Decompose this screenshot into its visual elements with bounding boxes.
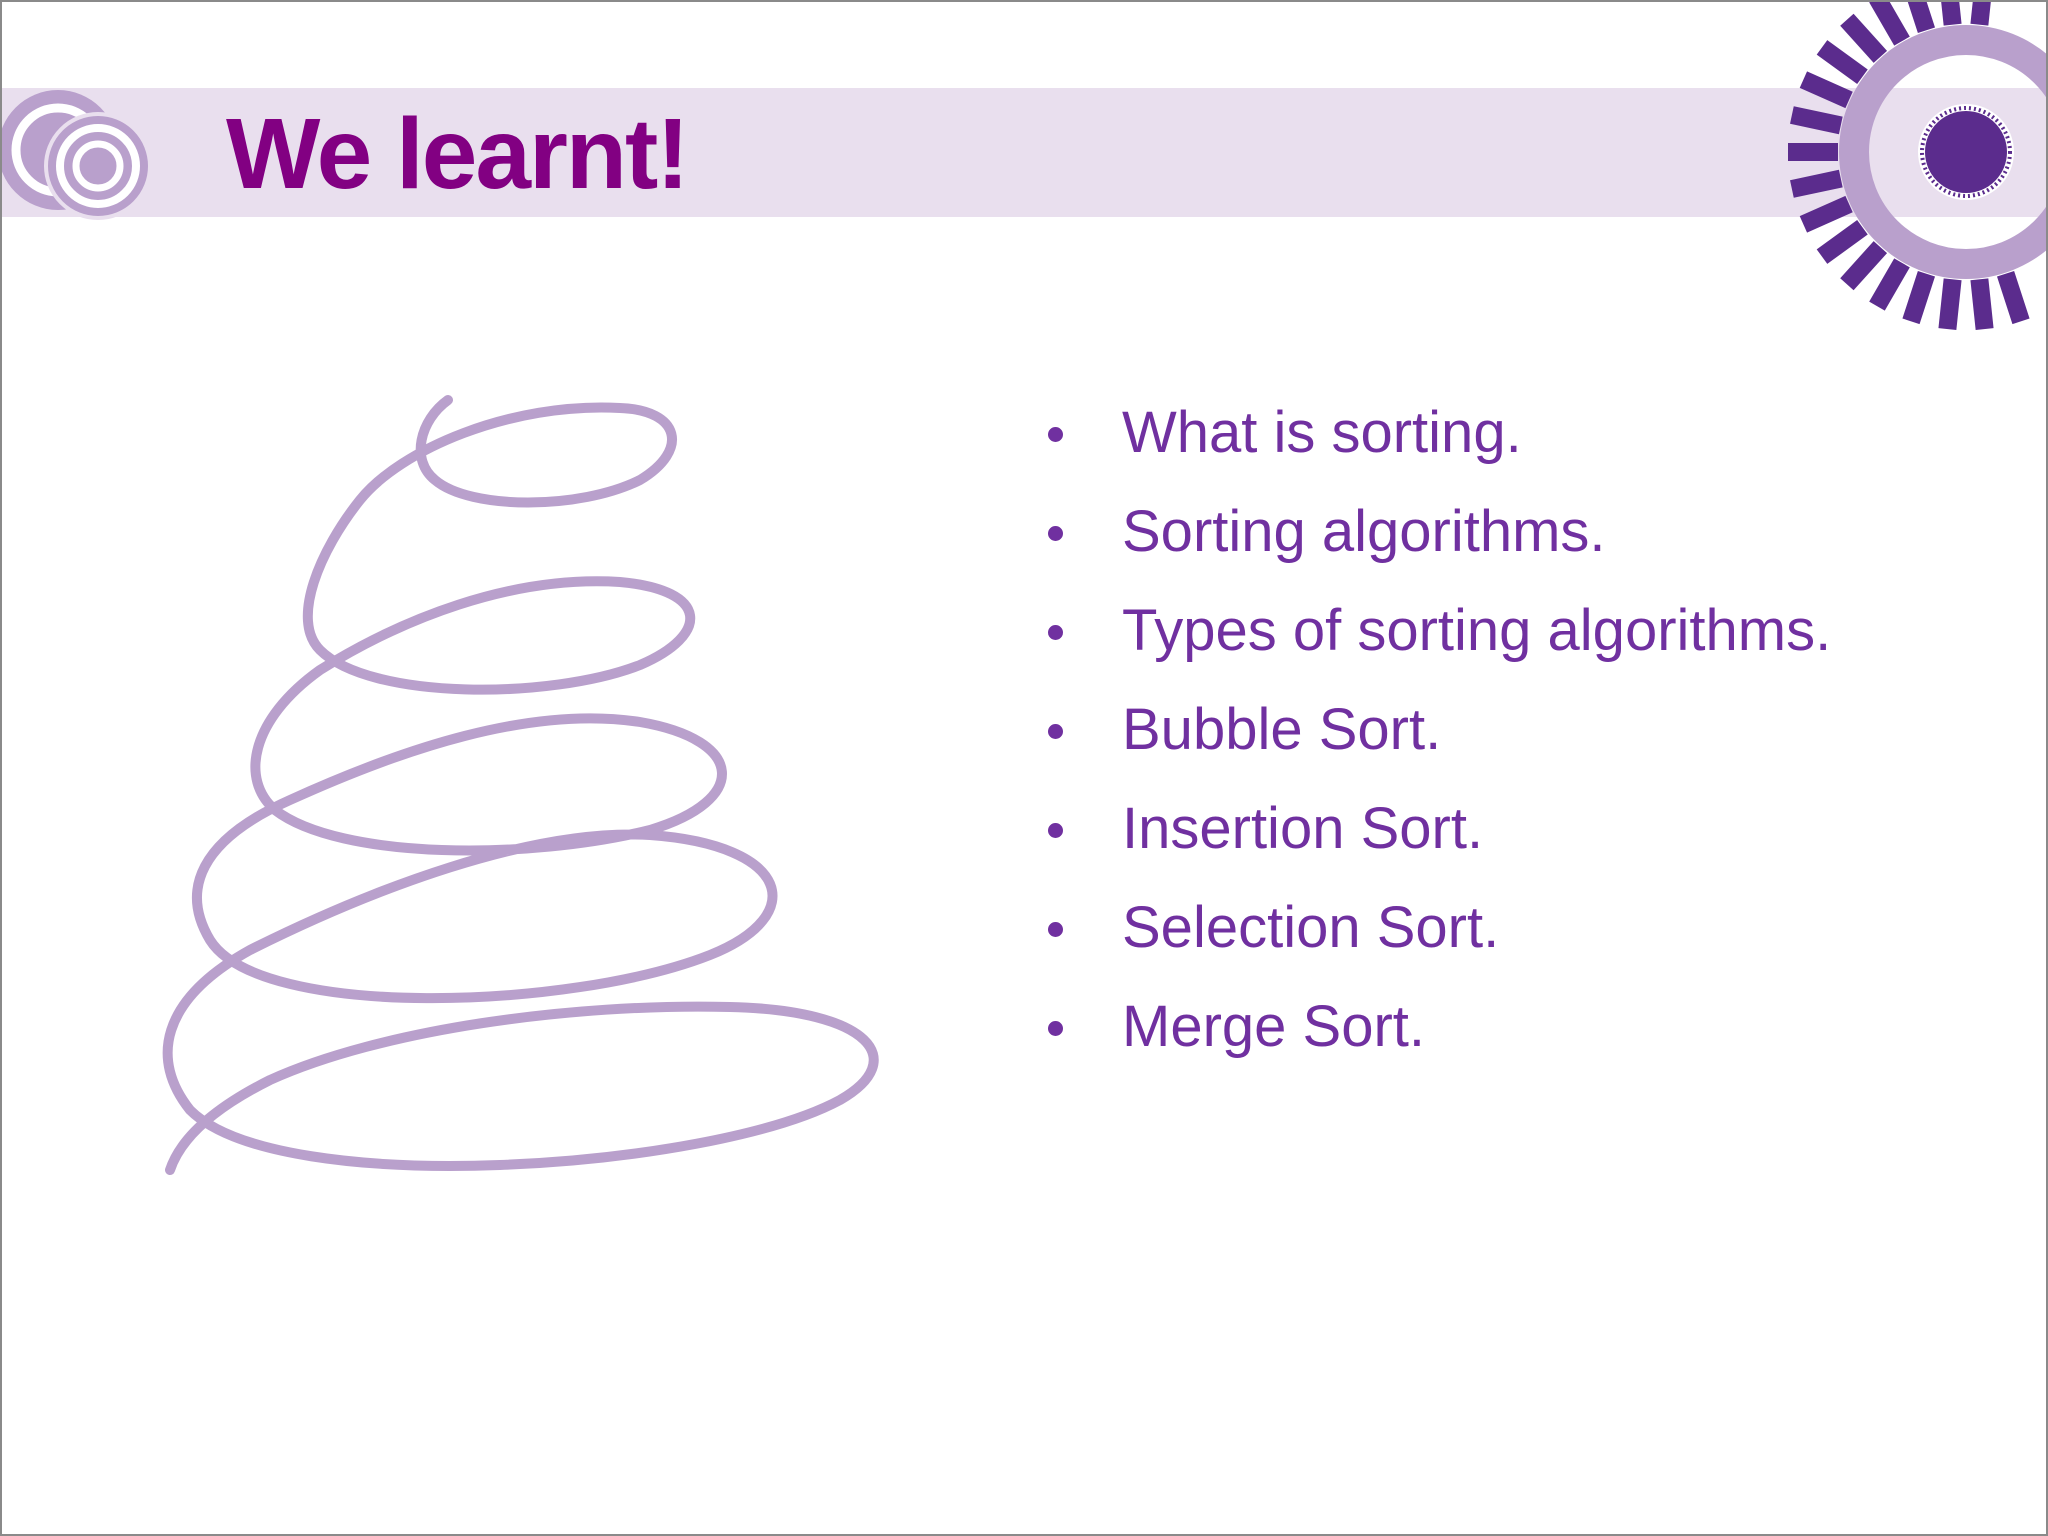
list-item-text: Types of sorting algorithms. — [1122, 598, 1832, 663]
bullet-dot-icon — [1048, 1021, 1063, 1036]
title-band — [0, 88, 2048, 217]
list-item-text: Bubble Sort. — [1122, 697, 1442, 762]
bullet-list: What is sorting. Sorting algorithms. Typ… — [1040, 398, 1831, 1091]
bullet-dot-icon — [1048, 625, 1063, 640]
list-item-text: Selection Sort. — [1122, 895, 1500, 960]
list-item-text: Sorting algorithms. — [1122, 499, 1606, 564]
bullet-dot-icon — [1048, 526, 1063, 541]
list-item: Insertion Sort. — [1040, 794, 1831, 893]
bullet-dot-icon — [1048, 724, 1063, 739]
list-item: What is sorting. — [1040, 398, 1831, 497]
list-item: Sorting algorithms. — [1040, 497, 1831, 596]
list-item-text: What is sorting. — [1122, 400, 1522, 465]
bullet-dot-icon — [1048, 922, 1063, 937]
list-item: Selection Sort. — [1040, 893, 1831, 992]
bullet-dot-icon — [1048, 427, 1063, 442]
bullet-dot-icon — [1048, 823, 1063, 838]
concentric-circles-logo-icon — [0, 90, 152, 220]
list-item: Bubble Sort. — [1040, 695, 1831, 794]
list-item: Merge Sort. — [1040, 992, 1831, 1091]
list-item: Types of sorting algorithms. — [1040, 596, 1831, 695]
list-item-text: Insertion Sort. — [1122, 796, 1484, 861]
sunburst-target-icon — [1788, 0, 2048, 330]
list-item-text: Merge Sort. — [1122, 994, 1425, 1059]
spiral-icon — [162, 395, 879, 1175]
slide-title: We learnt! — [226, 98, 690, 210]
